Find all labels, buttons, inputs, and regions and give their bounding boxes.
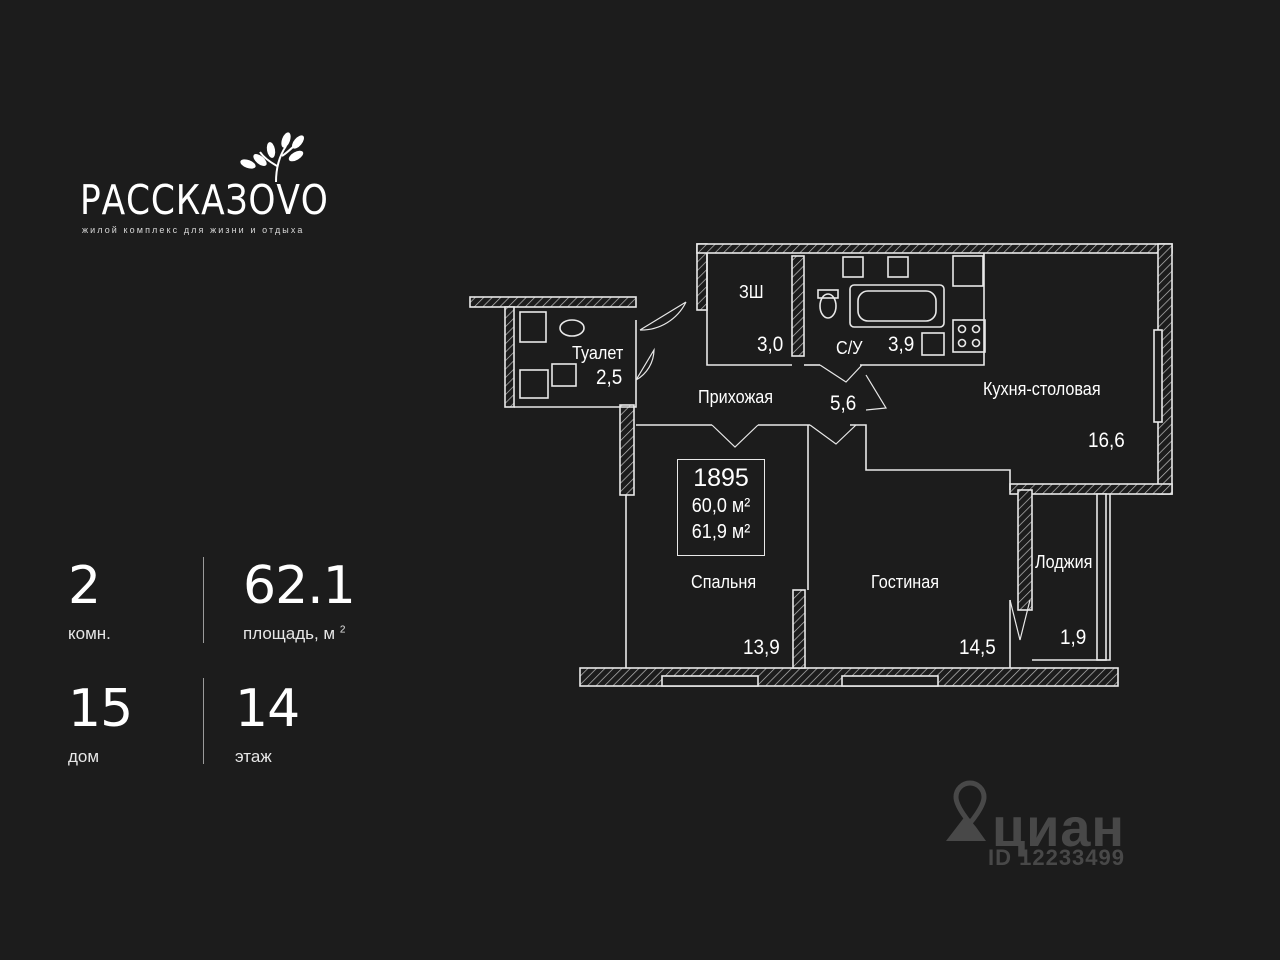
window	[1096, 493, 1107, 661]
burner	[971, 338, 981, 348]
room-closet-name: ЗШ	[739, 282, 764, 302]
interior-wall	[1032, 494, 1111, 661]
bathtub-inner	[857, 290, 937, 322]
room-loggia-name: Лоджия	[1035, 552, 1093, 572]
apartment-area-2: 61,9 м²	[691, 521, 751, 543]
logo-name: РАССКАЗОVО	[80, 176, 329, 224]
room-toilet-area: 2,5	[596, 366, 623, 389]
burner	[957, 338, 967, 348]
interior-wall	[850, 424, 1011, 490]
window	[841, 675, 939, 687]
room-loggia-area: 1,9	[1060, 626, 1087, 649]
kitchen-sink	[952, 255, 984, 287]
door-swing	[639, 301, 687, 331]
burner	[971, 324, 981, 334]
door-swing	[1009, 599, 1031, 641]
cian-watermark: циан ID 12233499	[940, 775, 1170, 875]
room-hallway-name: Прихожая	[698, 387, 774, 407]
brand-logo: РАССКАЗОVО жилой комплекс для жизни и от…	[78, 132, 328, 242]
rooms-value: 2	[68, 556, 101, 616]
toilet-bowl	[819, 293, 837, 319]
door-swing	[711, 424, 759, 448]
washer	[921, 332, 945, 356]
wc-shelf	[519, 311, 547, 343]
room-bedroom-name: Спальня	[691, 572, 757, 592]
area-label: площадь, м 2	[243, 624, 346, 643]
house-stat: 15 дом	[68, 679, 133, 767]
interior-wall	[706, 253, 792, 366]
room-bathroom-area: 3,9	[888, 333, 915, 356]
area-value: 62.1	[243, 556, 356, 616]
window	[1153, 329, 1163, 423]
floor-value: 14	[235, 679, 300, 739]
room-living-area: 14,5	[959, 636, 996, 659]
wall	[696, 243, 1173, 254]
floor-label: этаж	[235, 747, 272, 766]
floor-stat: 14 этаж	[235, 679, 300, 767]
bathtub	[849, 284, 945, 328]
door-swing	[809, 424, 857, 445]
wall	[619, 404, 635, 496]
room-kitchen-name: Кухня-столовая	[983, 379, 1101, 399]
room-bedroom-area: 13,9	[743, 636, 780, 659]
window	[661, 675, 759, 687]
interior-wall	[514, 320, 637, 408]
door-swing	[635, 347, 655, 381]
location-pin-icon	[946, 780, 987, 841]
room-hallway-area: 5,6	[830, 392, 857, 415]
room-closet-area: 3,0	[757, 333, 784, 356]
wall	[504, 306, 515, 408]
door-swing	[865, 374, 888, 411]
wc-sink	[551, 363, 577, 387]
logo-tagline: жилой комплекс для жизни и отдыха	[82, 225, 305, 235]
house-label: дом	[68, 747, 100, 766]
wall	[792, 589, 806, 669]
sink	[842, 256, 864, 278]
rooms-label: комн.	[68, 624, 111, 643]
watermark-id: ID 12233499	[988, 845, 1125, 870]
sink	[887, 256, 909, 278]
area-stat: 62.1 площадь, м 2	[243, 556, 356, 644]
apartment-number: 1895	[693, 464, 749, 492]
wall	[1009, 483, 1173, 495]
toilet-bowl	[559, 319, 585, 337]
room-living-name: Гостиная	[871, 572, 940, 592]
wall	[696, 243, 708, 311]
wall	[469, 296, 637, 308]
apartment-area-1: 60,0 м²	[691, 495, 751, 517]
wall	[1017, 489, 1033, 611]
door-swing	[819, 364, 863, 383]
room-kitchen-area: 16,6	[1088, 429, 1125, 452]
house-value: 15	[68, 679, 133, 739]
room-bathroom-name: С/У	[836, 338, 863, 358]
stove	[952, 319, 986, 353]
apartment-info-box: 1895 60,0 м² 61,9 м²	[677, 459, 765, 556]
toilet-tank	[817, 289, 839, 299]
interior-wall	[860, 253, 985, 366]
tree-icon	[240, 132, 304, 182]
watermark-brand: циан	[992, 798, 1126, 858]
stat-divider	[203, 678, 204, 764]
stat-divider	[203, 557, 204, 643]
burner	[957, 324, 967, 334]
rooms-stat: 2 комн.	[68, 560, 111, 644]
wc-shelf	[519, 369, 549, 399]
wall	[791, 255, 805, 357]
room-toilet-name: Туалет	[572, 343, 624, 363]
